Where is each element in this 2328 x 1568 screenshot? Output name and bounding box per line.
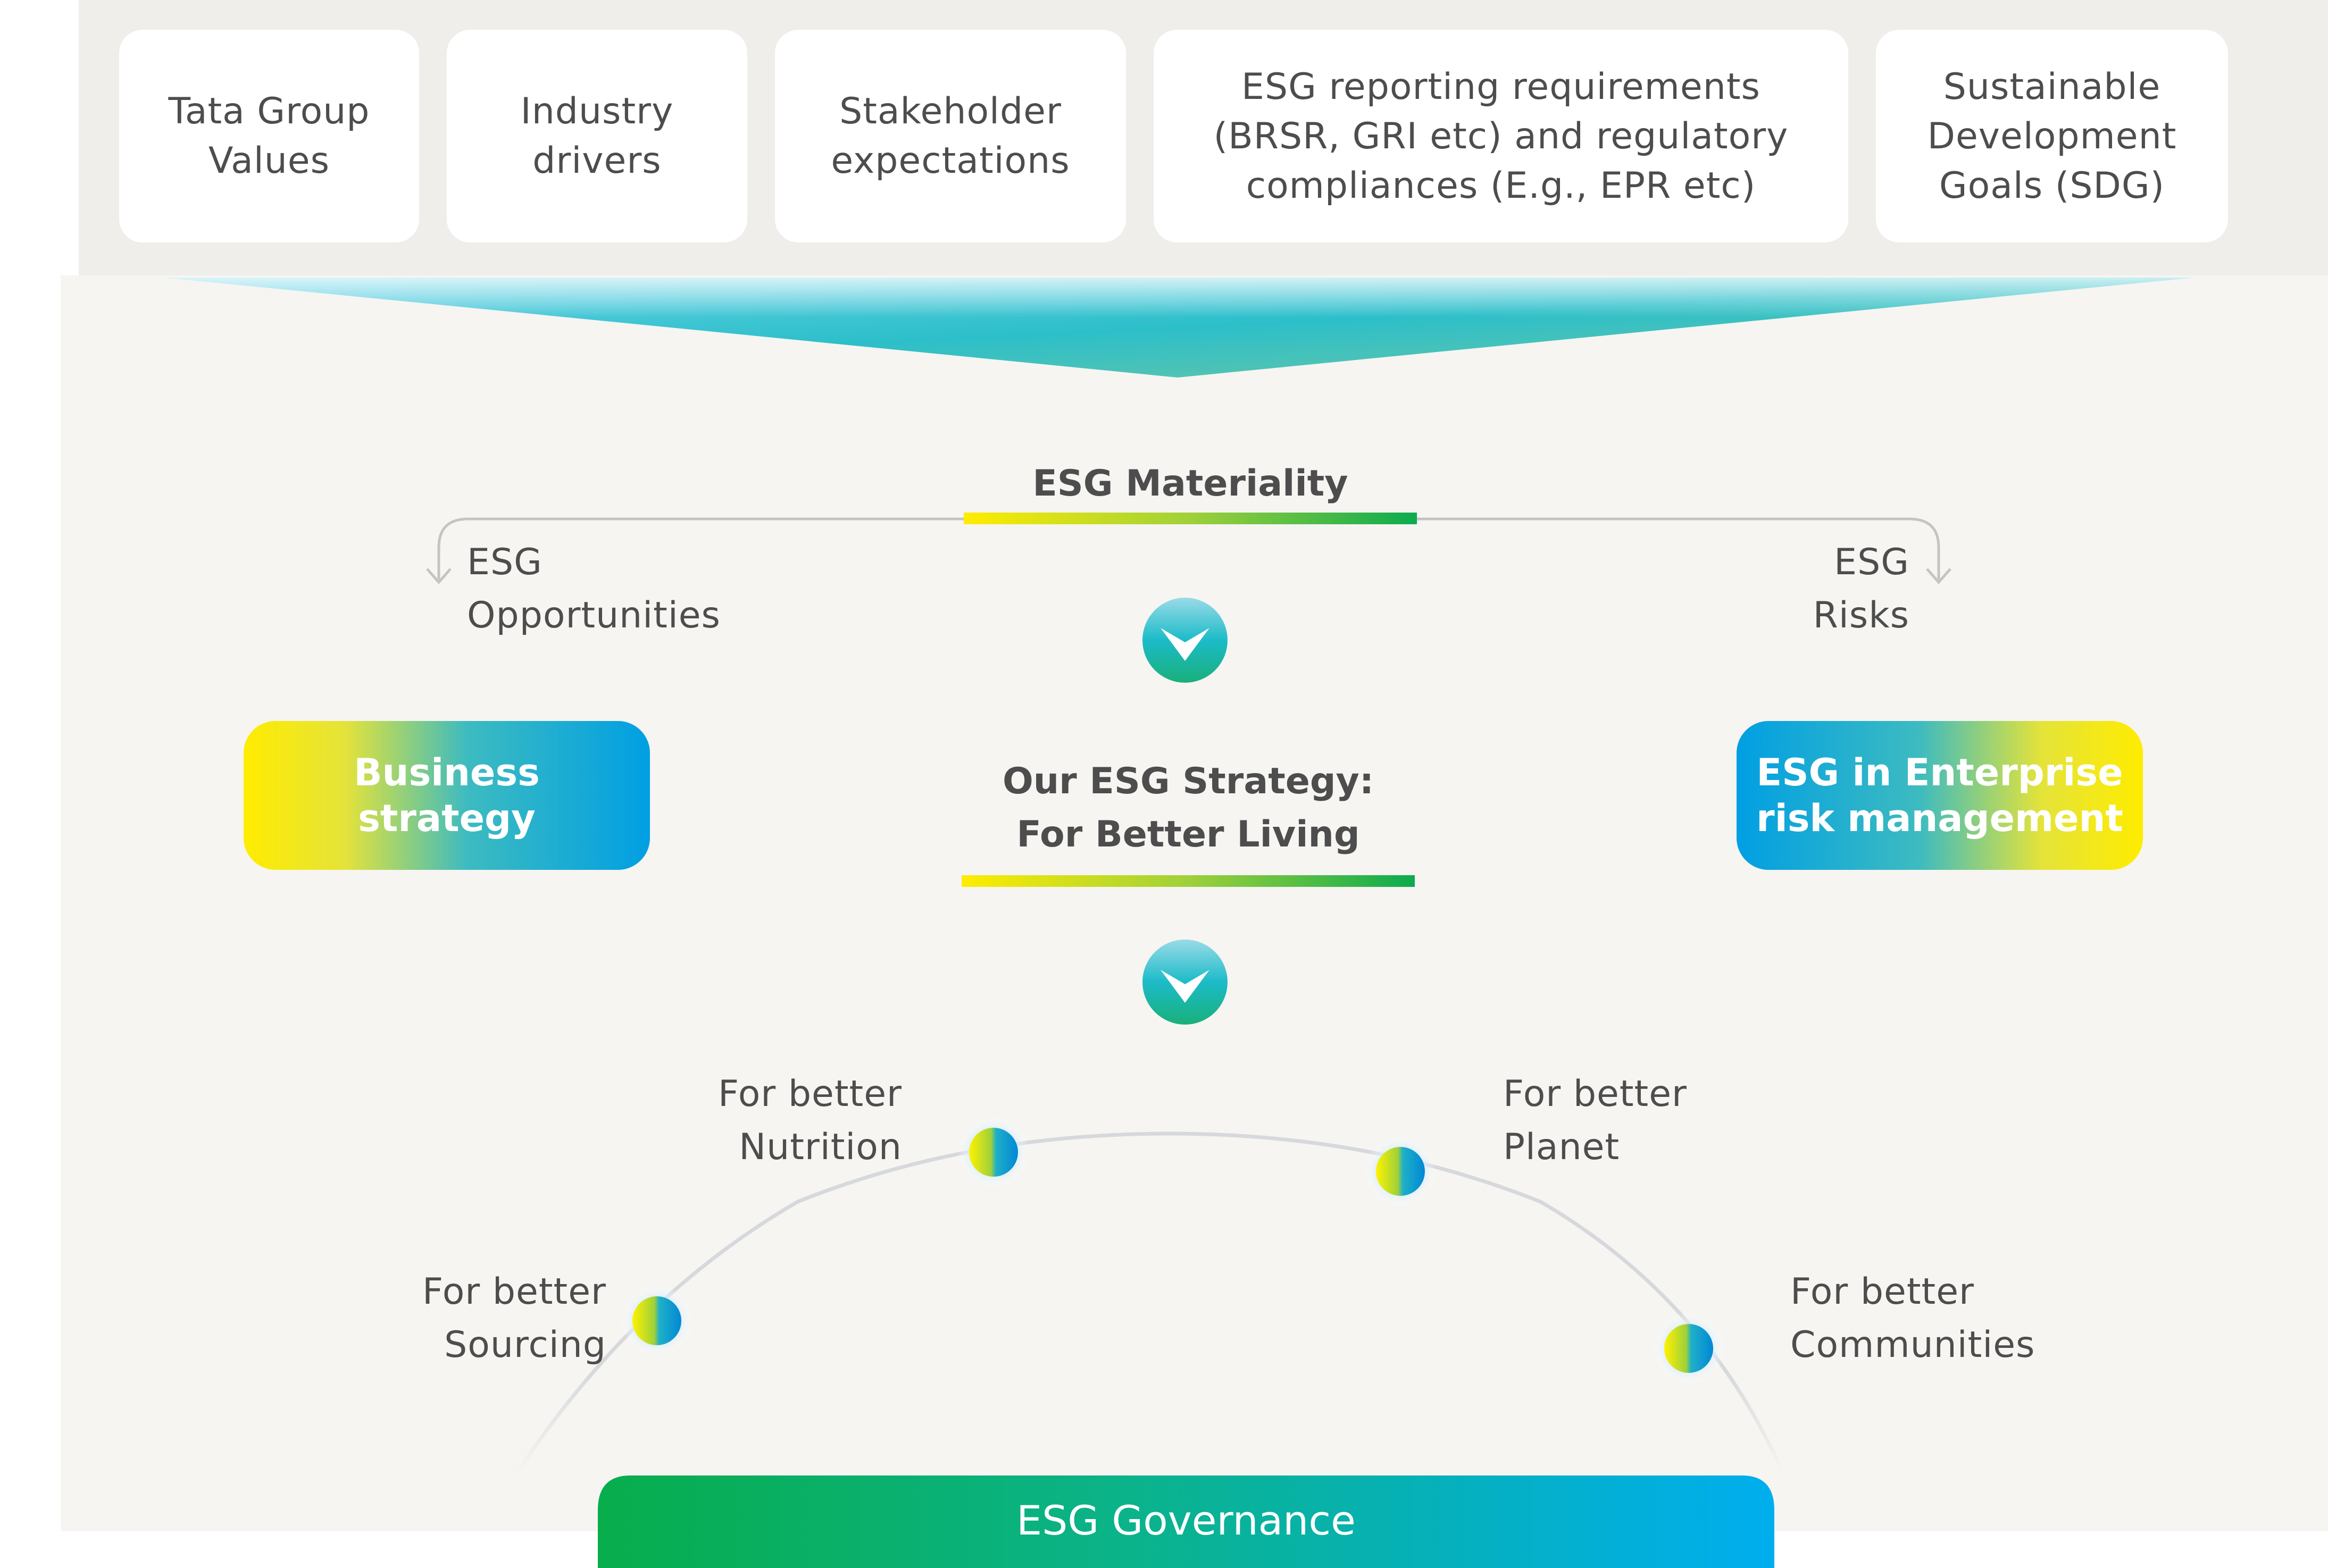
strategy-panel [61, 275, 2328, 1531]
source-card-industry-drivers: Industry drivers [447, 30, 747, 242]
source-card-esg-reporting: ESG reporting requirements (BRSR, GRI et… [1154, 30, 1848, 242]
down-chevron-icon [1142, 598, 1228, 683]
down-chevron-icon [1142, 940, 1228, 1025]
source-card-label: Tata Group Values [168, 90, 370, 182]
pillar-dot-nutrition [957, 1116, 1030, 1188]
materiality-underline [964, 513, 1417, 524]
pillar-label-planet: For better Planet [1503, 1073, 1687, 1168]
business-strategy-label: Business strategy [244, 721, 650, 870]
risks-connector [1417, 517, 1940, 580]
source-card-label: Sustainable Development Goals (SDG) [1927, 65, 2177, 207]
pillar-dot-sourcing [621, 1285, 693, 1357]
source-card-sdg: Sustainable Development Goals (SDG) [1876, 30, 2228, 242]
source-card-label: Stakeholder expectations [831, 90, 1070, 182]
strategy-title: Our ESG Strategy: For Better Living [1002, 760, 1374, 856]
materiality-title: ESG Materiality [1032, 463, 1348, 505]
governance-bar [598, 1475, 1774, 1568]
risks-arrow-head [1926, 568, 1951, 584]
pillar-label-sourcing: For better Sourcing [422, 1271, 606, 1366]
governance-label: ESG Governance [1016, 1497, 1356, 1544]
opportunities-label: ESG Opportunities [467, 541, 721, 636]
risks-label: ESG Risks [1813, 541, 1909, 636]
source-card-tata-values: Tata Group Values [119, 30, 419, 242]
enterprise-risk-label: ESG in Enterprise risk management [1737, 721, 2143, 870]
pillar-label-communities: For better Communities [1790, 1271, 2035, 1366]
enterprise-risk-box [1737, 721, 2143, 870]
source-card-label: ESG reporting requirements (BRSR, GRI et… [1213, 65, 1789, 207]
opportunities-connector [437, 517, 964, 580]
business-strategy-text: Business strategy [354, 751, 540, 840]
pillar-dot-planet [1364, 1135, 1437, 1208]
pillar-label-nutrition: For better Nutrition [718, 1073, 902, 1168]
source-card-stakeholder-expectations: Stakeholder expectations [775, 30, 1126, 242]
business-strategy-box [244, 721, 650, 870]
pillar-dot-communities [1653, 1312, 1725, 1385]
source-card-label: Industry drivers [520, 90, 674, 182]
pillar-arc [515, 1131, 1785, 1474]
strategy-underline [962, 875, 1415, 887]
opportunities-arrow-head [426, 568, 452, 584]
enterprise-risk-text: ESG in Enterprise risk management [1756, 751, 2123, 840]
